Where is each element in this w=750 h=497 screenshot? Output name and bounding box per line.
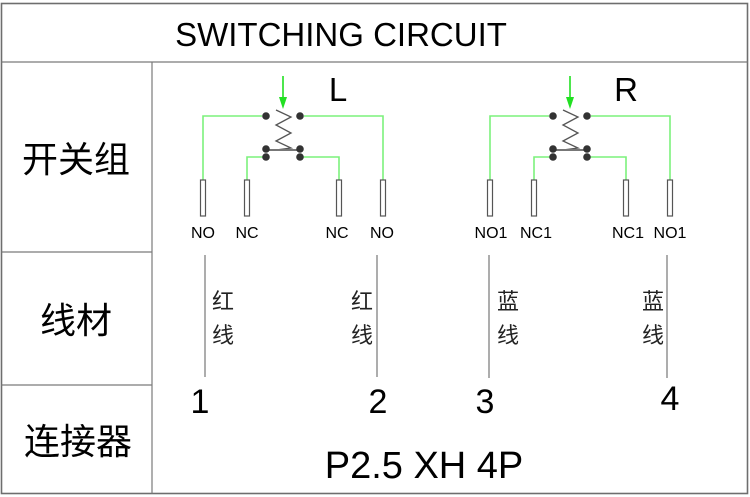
contact-dot [549,145,557,153]
wire-label-4-line1: 蓝 [642,290,664,315]
terminal [530,179,538,217]
connector-pin-4: 4 [661,380,680,418]
switch-name: L [329,71,347,108]
wire-nc1-left [533,156,553,181]
contact-dot [262,145,270,153]
pin-label: NO [370,225,394,242]
wire-label-3-line1: 蓝 [497,290,519,315]
contact-dot [549,112,557,120]
connector-pin-1: 1 [191,383,210,421]
wire-label-1-line2: 线 [212,324,234,349]
pin-label: NC1 [612,225,644,242]
pin-label: NC [325,225,348,242]
terminal [335,179,343,217]
terminal [199,179,207,217]
terminal [379,179,387,217]
connector: 1 2 3 4 P2.5 XH 4P [191,380,680,487]
connector-pin-3: 3 [476,383,495,421]
pin-label: NO [191,225,215,242]
terminal [243,179,251,217]
wire-nc-right [300,156,340,181]
row-label-wire: 线材 [40,301,112,342]
terminal [666,179,674,217]
contact-dot [296,153,304,161]
diagram-title: SWITCHING CIRCUIT [175,16,507,53]
wire-no-right [304,115,384,181]
terminal [622,179,630,217]
wire-label-3-line2: 线 [497,324,519,349]
contact-dot [262,112,270,120]
pin-label: NC1 [520,225,552,242]
spring-icon [561,109,581,151]
wire-no1-right [591,115,671,181]
contact-dot [296,112,304,120]
terminal [486,179,494,217]
switch-l: L NO NC NC NO [191,71,394,242]
pin-label: NO1 [654,225,687,242]
wire-nc1-right [587,156,627,181]
connector-pin-2: 2 [369,383,388,421]
wire-label-1-line1: 红 [212,290,234,315]
contact-dot [583,145,591,153]
contact-dot [296,145,304,153]
wire-no1-left [489,115,549,181]
switch-r: R NO1 NC1 NC1 NO1 [475,71,687,242]
wire-leads: 红 线 红 线 蓝 线 蓝 线 [204,255,668,378]
pin-label: NC [235,225,258,242]
wire-label-4-line2: 线 [642,324,664,349]
wire-label-2-line1: 红 [351,290,373,315]
pin-label: NO1 [475,225,508,242]
arrowhead-icon [279,97,287,109]
wire-nc-left [246,156,266,181]
wire-label-2-line2: 线 [351,324,373,349]
wire-no-left [202,115,262,181]
arrowhead-icon [566,97,574,109]
contact-dot [262,153,270,161]
spring-icon [274,109,294,151]
connector-part-number: P2.5 XH 4P [325,445,524,487]
contact-dot [583,153,591,161]
row-label-switch-group: 开关组 [22,140,130,181]
row-label-connector: 连接器 [24,422,132,463]
contact-dot [583,112,591,120]
contact-dot [549,153,557,161]
switch-name: R [614,71,638,108]
